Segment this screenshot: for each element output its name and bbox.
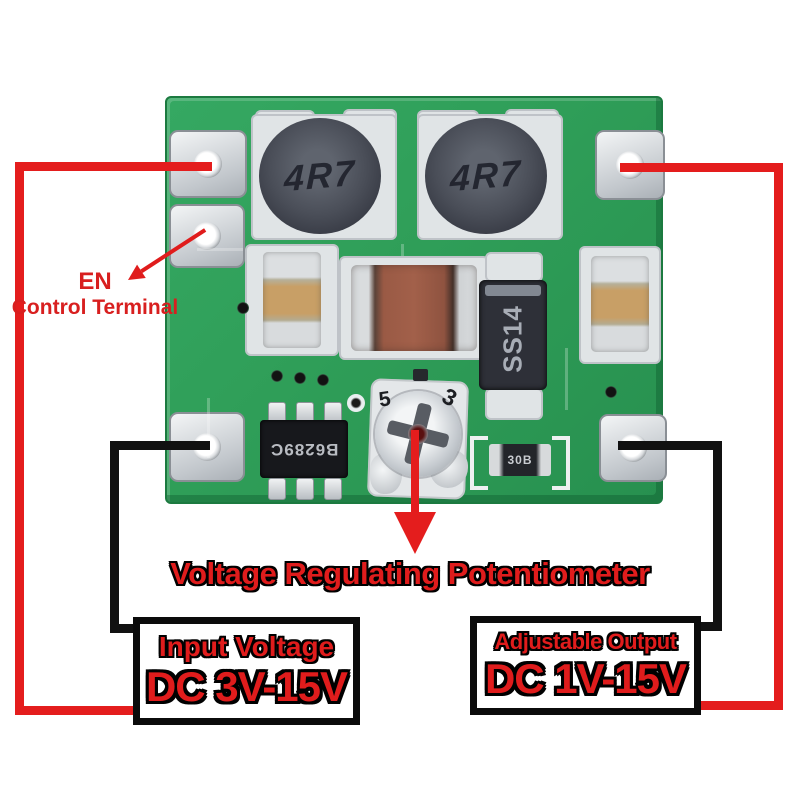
- via: [294, 372, 306, 384]
- pcb-trace: [197, 248, 243, 251]
- via-ringed: [347, 394, 365, 412]
- en-label: EN Control Terminal: [10, 268, 180, 320]
- pad-en-terminal: [169, 204, 245, 268]
- output-voltage-box: Adjustable Output DC 1V-15V: [470, 616, 701, 715]
- diode-pad-top: [485, 252, 543, 282]
- via: [237, 302, 249, 314]
- wire-output-negative-vertical: [713, 441, 722, 631]
- inductor-right: 4R7: [425, 118, 547, 234]
- inductor-left: 4R7: [259, 118, 381, 234]
- via: [271, 370, 283, 382]
- ic-chip: B6289C: [260, 420, 348, 478]
- pot-top-notch: [413, 369, 428, 381]
- wire-input-negative-jog: [110, 624, 138, 633]
- silkscreen-bracket-left: [470, 436, 488, 490]
- ic-marking: B6289C: [269, 440, 339, 459]
- pcb-trace: [207, 398, 210, 458]
- diode-pad-bottom: [485, 388, 543, 420]
- input-voltage-value: DC 3V-15V: [145, 663, 348, 710]
- diode-marking: SS14: [497, 305, 528, 374]
- pcb-trace: [565, 348, 568, 410]
- inductor-left-marking: 4R7: [283, 151, 357, 200]
- diode-cathode-band: [485, 285, 541, 296]
- wire-input-positive-vertical: [15, 162, 24, 715]
- inductor-right-marking: 4R7: [449, 151, 523, 200]
- diode-ss14: SS14: [479, 280, 547, 390]
- potentiometer-label: Voltage Regulating Potentiometer: [170, 556, 650, 591]
- wire-input-negative-vertical: [110, 441, 119, 633]
- wire-output-negative-jog: [696, 622, 722, 631]
- capacitor-center: [351, 265, 477, 351]
- via: [317, 374, 329, 386]
- ic-lead: [268, 478, 286, 500]
- resistor-marking: 30B: [507, 453, 533, 467]
- capacitor-right: [591, 256, 649, 352]
- wire-input-negative-horizontal: [110, 441, 210, 450]
- wire-output-negative-horizontal: [618, 441, 722, 450]
- wire-output-positive-bottom: [698, 701, 783, 710]
- en-label-line1: EN: [78, 268, 112, 295]
- input-voltage-box: Input Voltage DC 3V-15V: [133, 617, 360, 725]
- wire-input-positive-horizontal: [18, 162, 212, 171]
- output-voltage-value: DC 1V-15V: [484, 654, 687, 702]
- pcb-board: 4R7 4R7 SS14: [165, 96, 667, 504]
- pot-arrow-shaft: [411, 430, 419, 516]
- wire-input-positive-bottom: [15, 706, 137, 715]
- en-label-line2: Control Terminal: [11, 295, 179, 319]
- wire-output-positive-vertical: [774, 163, 783, 710]
- silkscreen-bracket-right: [552, 436, 570, 490]
- via: [605, 386, 617, 398]
- wire-output-positive-horizontal: [620, 163, 783, 172]
- capacitor-left: [263, 252, 321, 348]
- ic-lead: [324, 478, 342, 500]
- pot-arrow-head: [394, 512, 436, 554]
- ic-lead: [296, 478, 314, 500]
- input-voltage-title: Input Voltage: [158, 631, 335, 662]
- resistor-30b: 30B: [489, 444, 551, 476]
- output-voltage-title: Adjustable Output: [494, 628, 677, 654]
